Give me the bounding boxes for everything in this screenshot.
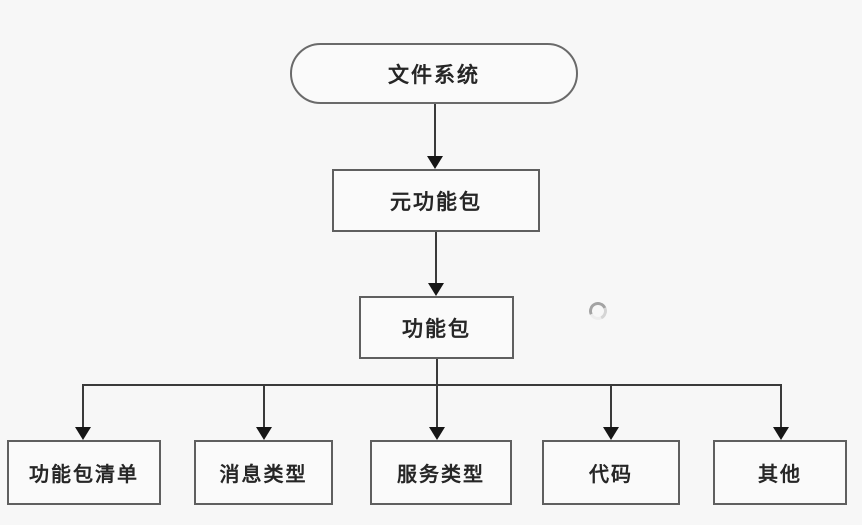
- edge-package-stem-line: [436, 359, 438, 386]
- node-meta-package[interactable]: 元功能包: [332, 169, 540, 232]
- node-message-type[interactable]: 消息类型: [194, 440, 333, 505]
- node-code[interactable]: 代码: [542, 440, 680, 505]
- edge-package-to-leaf-3-line: [610, 385, 612, 428]
- edge-package-to-leaf-0-line: [82, 385, 84, 428]
- node-meta-package-label: 元功能包: [390, 190, 482, 214]
- edge-package-to-leaf-2-arrow-icon: [429, 427, 445, 440]
- node-service-type[interactable]: 服务类型: [370, 440, 512, 505]
- edge-root-to-meta-arrow-icon: [427, 156, 443, 169]
- node-file-system-label: 文件系统: [388, 63, 480, 87]
- node-file-system[interactable]: 文件系统: [290, 43, 578, 104]
- node-other[interactable]: 其他: [713, 440, 847, 505]
- node-package-manifest[interactable]: 功能包清单: [7, 440, 161, 505]
- node-service-type-label: 服务类型: [397, 464, 485, 486]
- edge-package-to-leaf-3-arrow-icon: [603, 427, 619, 440]
- node-other-label: 其他: [758, 464, 802, 486]
- edge-package-to-leaf-2-line: [436, 385, 438, 428]
- edge-meta-to-package-arrow-icon: [428, 283, 444, 296]
- edge-meta-to-package-line: [435, 232, 437, 285]
- branch-bus-line: [82, 384, 782, 386]
- node-package[interactable]: 功能包: [359, 296, 514, 359]
- node-package-manifest-label: 功能包清单: [29, 464, 139, 486]
- node-code-label: 代码: [589, 464, 633, 486]
- node-package-label: 功能包: [402, 317, 471, 341]
- edge-package-to-leaf-4-arrow-icon: [773, 427, 789, 440]
- edge-package-to-leaf-4-line: [780, 385, 782, 428]
- edge-package-to-leaf-1-arrow-icon: [256, 427, 272, 440]
- edge-root-to-meta-line: [434, 104, 436, 158]
- cursor-smudge-mark: [586, 299, 610, 323]
- edge-package-to-leaf-1-line: [263, 385, 265, 428]
- node-message-type-label: 消息类型: [219, 464, 308, 486]
- edge-package-to-leaf-0-arrow-icon: [75, 427, 91, 440]
